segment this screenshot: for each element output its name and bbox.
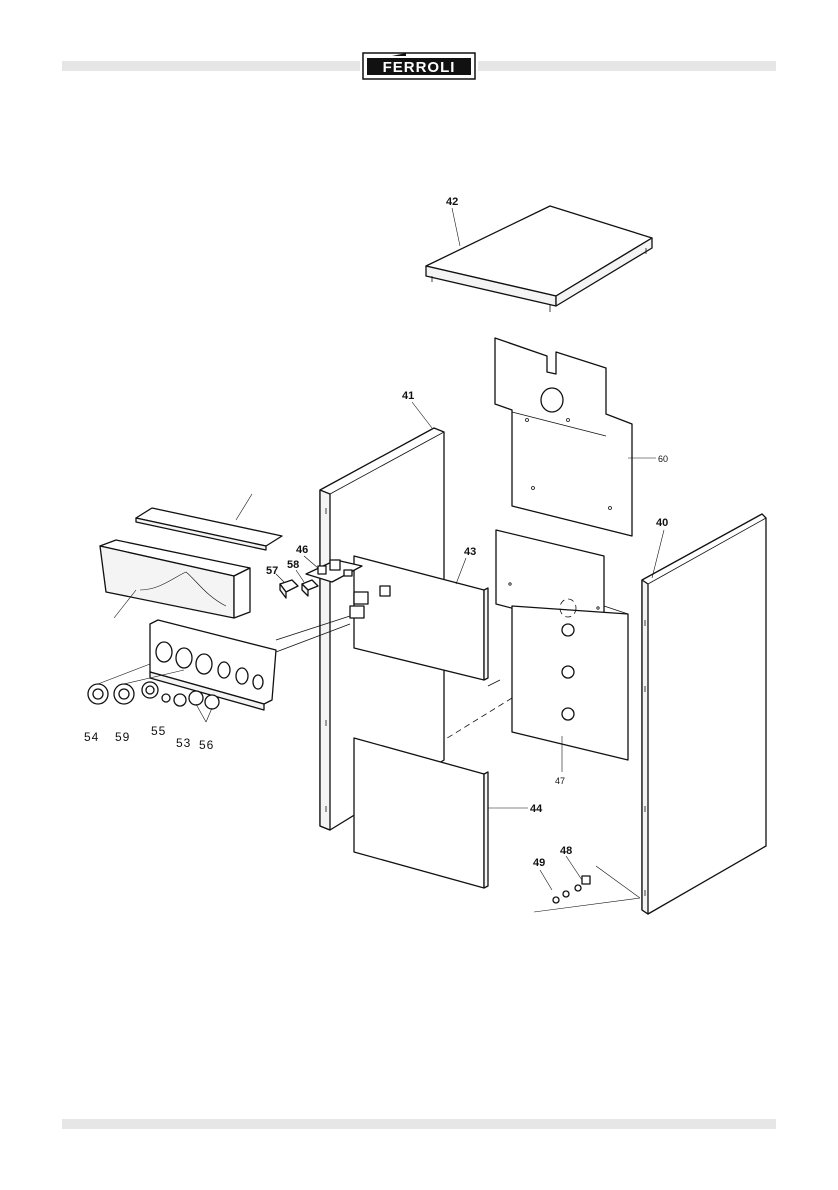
right-side-panel — [642, 514, 766, 914]
label-part-56: 56 — [199, 738, 214, 752]
label-part-43: 43 — [464, 546, 476, 558]
rear-insulation-plate — [495, 338, 656, 536]
label-part-48: 48 — [560, 845, 572, 857]
instrument-box — [100, 540, 250, 618]
fittings — [534, 856, 640, 912]
label-part-59: 59 — [115, 730, 130, 744]
footer-band — [62, 1119, 776, 1129]
label-part-58: 58 — [287, 559, 299, 571]
label-part-53: 53 — [176, 736, 191, 750]
label-part-41: 41 — [402, 390, 414, 402]
top-cover-panel — [426, 206, 652, 312]
label-part-46: 46 — [296, 544, 308, 556]
instrument-cover-lid — [136, 494, 282, 550]
label-part-40: 40 — [656, 517, 668, 529]
label-part-42: 42 — [446, 196, 458, 208]
label-part-54: 54 — [84, 730, 99, 744]
label-part-57: 57 — [266, 565, 278, 577]
chamber-front-plate — [496, 530, 628, 772]
fixing-screw — [444, 680, 512, 740]
label-part-60: 60 — [658, 454, 668, 464]
label-part-49: 49 — [533, 857, 545, 869]
label-part-55: 55 — [151, 724, 166, 738]
label-part-44: 44 — [530, 803, 543, 815]
label-part-47: 47 — [555, 776, 565, 786]
